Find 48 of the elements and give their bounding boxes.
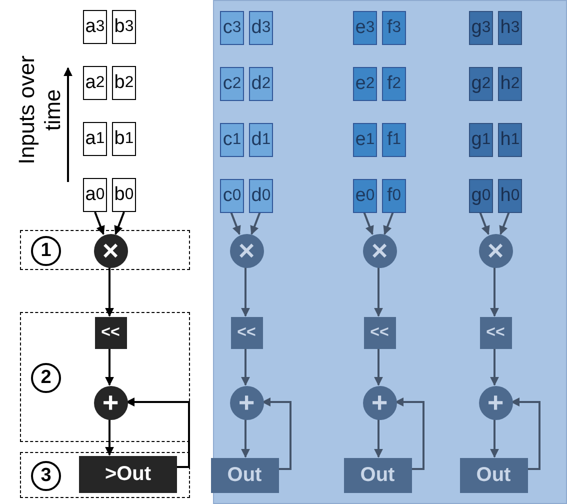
shift-block: << — [94, 317, 126, 349]
adder-node: + — [362, 386, 396, 420]
multiplier-node: × — [94, 234, 128, 268]
adder-node: + — [94, 386, 128, 420]
arrow — [510, 398, 540, 470]
arrow — [230, 212, 241, 235]
arrow — [499, 212, 510, 235]
arrow — [374, 267, 383, 317]
arrow — [490, 419, 499, 458]
inputs-label: Inputs over time — [14, 54, 66, 166]
arrow — [374, 419, 383, 458]
arrow — [114, 212, 125, 235]
output-register: Out — [210, 458, 278, 493]
multiplier-node: × — [230, 234, 264, 268]
output-register: Out — [460, 458, 528, 493]
arrow — [105, 348, 114, 386]
arrow — [490, 348, 499, 386]
arrow — [105, 267, 114, 317]
step-number: 1 — [31, 236, 61, 266]
multiplier-node: × — [478, 234, 512, 268]
shift-block: << — [230, 317, 262, 349]
output-register: Out — [344, 458, 412, 493]
adder-node: + — [478, 386, 512, 420]
arrow — [241, 267, 250, 317]
output-register: >Out — [79, 456, 177, 493]
step-number: 2 — [31, 363, 61, 393]
dashed-stage-box — [20, 230, 190, 270]
multiplier-node: × — [362, 234, 396, 268]
arrow — [383, 212, 394, 235]
arrow — [105, 419, 114, 456]
shift-block: << — [364, 317, 396, 349]
arrow — [94, 212, 105, 235]
arrow — [479, 212, 490, 235]
adder-node: + — [230, 386, 264, 420]
arrow — [241, 419, 250, 458]
arrow — [241, 348, 250, 386]
arrow — [490, 267, 499, 317]
arrow — [262, 398, 292, 470]
arrow — [374, 348, 383, 386]
step-number: 3 — [31, 461, 61, 491]
dashed-stage-box — [20, 312, 190, 442]
arrow — [126, 398, 190, 468]
highlight-panel — [213, 0, 567, 504]
dashed-stage-box — [20, 452, 190, 498]
arrow — [250, 212, 261, 235]
arrow — [363, 212, 374, 235]
arrow — [394, 398, 424, 470]
shift-block: << — [480, 317, 512, 349]
